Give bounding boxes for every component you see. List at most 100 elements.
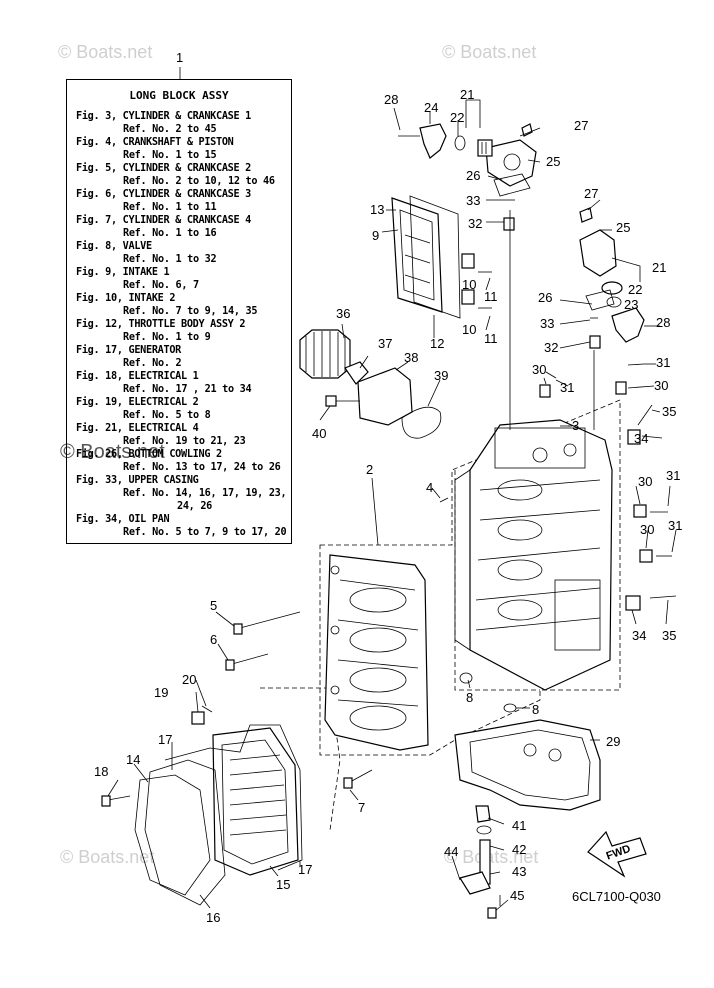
thermostat-top <box>477 139 493 157</box>
collar-30a <box>539 384 551 398</box>
callout-39: 39 <box>434 368 448 383</box>
crankcase <box>324 554 429 751</box>
thermostat-right <box>601 281 623 295</box>
cover-gasket-17 <box>164 724 303 871</box>
watermark: © Boats.net <box>58 42 153 62</box>
bolt-18 <box>107 795 131 801</box>
legend-figure-line: Fig. 33, UPPER CASING <box>76 475 199 486</box>
temperature-sender-top <box>419 123 447 159</box>
bolt-35a <box>637 404 653 426</box>
legend-reference-line: Ref. No. 7 to 9, 14, 35 <box>123 306 258 317</box>
legend-reference-line: Ref. No. 2 to 10, 12 to 46 <box>123 176 275 187</box>
thermostat-cover-top <box>485 139 537 187</box>
callout-19: 19 <box>154 685 168 700</box>
collar-32-right <box>589 335 601 349</box>
watermark: © Boats.net <box>60 441 165 463</box>
callout-33: 33 <box>540 316 554 331</box>
callout-11: 11 <box>484 331 498 346</box>
bolt-5 <box>239 611 301 629</box>
callout-25: 25 <box>546 154 560 169</box>
collar-30c <box>633 504 647 518</box>
bolt-20 <box>201 705 213 713</box>
bolt-40 <box>325 395 360 407</box>
callout-31: 31 <box>666 468 680 483</box>
callout-26: 26 <box>466 168 480 183</box>
callout-23: 23 <box>624 297 638 312</box>
oil-filter-fitting <box>344 361 369 385</box>
leader-lines <box>107 67 677 909</box>
legend-reference-line: Ref. No. 13 to 17, 24 to 26 <box>123 462 281 473</box>
callout-38: 38 <box>404 350 418 365</box>
oring-8b <box>503 703 517 713</box>
callout-1: 1 <box>176 50 183 65</box>
bolt-7 <box>349 769 373 783</box>
callout-11: 11 <box>484 289 498 304</box>
callout-20: 20 <box>182 672 196 687</box>
dowel-34b <box>625 595 641 611</box>
legend-title: LONG BLOCK ASSY <box>129 89 229 102</box>
oil-filter <box>299 329 351 379</box>
callout-44: 44 <box>444 844 458 859</box>
temperature-sender-right <box>611 307 645 343</box>
callout-40: 40 <box>312 426 326 441</box>
legend-reference-line: Ref. No. 2 to 45 <box>123 124 217 135</box>
legend-reference-line: Ref. No. 6, 7 <box>123 280 199 291</box>
callout-26: 26 <box>538 290 552 305</box>
legend-reference-line: 24, 26 <box>177 501 213 512</box>
legend-figure-line: Fig. 10, INTAKE 2 <box>76 293 176 304</box>
legend-figure-line: Fig. 17, GENERATOR <box>76 345 182 356</box>
clamp-19 <box>191 711 205 725</box>
legend-figure-line: Fig. 8, VALVE <box>76 241 152 252</box>
oring-8a <box>459 672 473 684</box>
fwd-arrow-icon: FWD <box>587 830 647 878</box>
legend-reference-line: Ref. No. 1 to 15 <box>123 150 217 161</box>
watermark: © Boats.net <box>60 847 155 867</box>
collar-30d <box>639 549 653 563</box>
oil-filter-oring <box>401 406 442 439</box>
callout-22: 22 <box>450 110 464 125</box>
callout-32: 32 <box>544 340 558 355</box>
callout-28: 28 <box>656 315 670 330</box>
exhaust-gasket <box>409 195 461 319</box>
dipstick-bracket-44 <box>459 871 491 895</box>
legend-reference-line: Ref. No. 1 to 16 <box>123 228 217 239</box>
cylinder-block <box>454 419 613 691</box>
legend-figure-line: Fig. 7, CYLINDER & CRANKCASE 4 <box>76 215 252 226</box>
callout-34: 34 <box>634 431 648 446</box>
legend-figure-line: Fig. 12, THROTTLE BODY ASSY 2 <box>76 319 246 330</box>
callout-10: 10 <box>462 277 476 292</box>
callout-24: 24 <box>424 100 438 115</box>
callout-29: 29 <box>606 734 620 749</box>
legend-figure-line: Fig. 3, CYLINDER & CRANKCASE 1 <box>76 111 252 122</box>
oring-42 <box>476 825 492 835</box>
thermostat-cover-right <box>579 229 617 277</box>
callout-32: 32 <box>468 216 482 231</box>
callout-8: 8 <box>466 690 473 705</box>
callout-30: 30 <box>654 378 668 393</box>
callout-31: 31 <box>668 518 682 533</box>
thermostat-ring-top <box>454 135 466 151</box>
callout-45: 45 <box>510 888 524 903</box>
dashed-frame-crankcase <box>319 399 621 756</box>
callout-36: 36 <box>336 306 350 321</box>
callout-37: 37 <box>378 336 392 351</box>
legend-figure-line: Fig. 34, OIL PAN <box>76 514 170 525</box>
thermostat-ring-right <box>606 296 622 308</box>
oil-pan-gasket <box>454 719 601 811</box>
exhaust-cover <box>391 197 443 313</box>
pin-4 <box>439 497 449 503</box>
callout-8: 8 <box>532 702 539 717</box>
oil-pan-gasket-inner <box>469 729 591 801</box>
callout-22: 22 <box>628 282 642 297</box>
callout-6: 6 <box>210 632 217 647</box>
callout-42: 42 <box>512 842 526 857</box>
callout-15: 15 <box>276 877 290 892</box>
callout-30: 30 <box>640 522 654 537</box>
callout-30: 30 <box>532 362 546 377</box>
callout-2: 2 <box>366 462 373 477</box>
callout-14: 14 <box>126 752 140 767</box>
callout-9: 9 <box>372 228 379 243</box>
thermostat-gasket-right <box>585 289 615 311</box>
legend-reference-line: Ref. No. 1 to 32 <box>123 254 217 265</box>
